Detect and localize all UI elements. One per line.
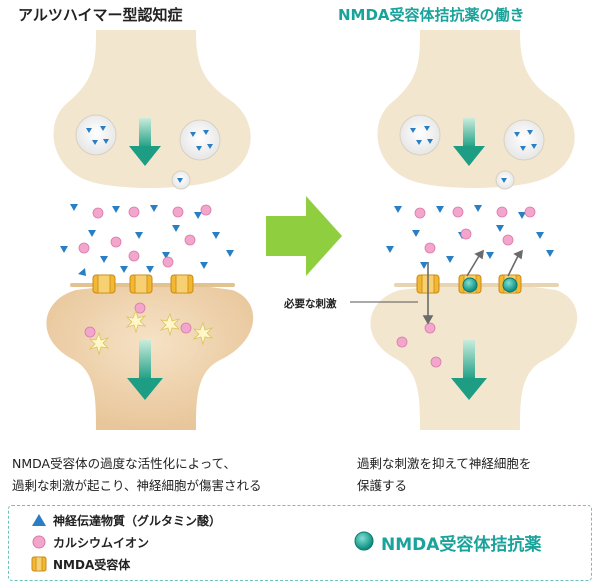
right-release-vesicle — [495, 170, 515, 190]
left-caption-line-2: 過剰な刺激が起こり、神経細胞が傷害される — [12, 478, 262, 493]
right-blocked-arrows — [422, 249, 523, 325]
left-damage-burst-group — [88, 309, 214, 356]
synapse-diagram — [46, 30, 578, 430]
left-nmda-receptor-2 — [129, 274, 153, 294]
left-vesicle-1 — [75, 114, 117, 156]
right-caption: 過剰な刺激を抑えて神経細胞を 保護する — [357, 453, 597, 497]
right-caption-line-1: 過剰な刺激を抑えて神経細胞を — [357, 456, 532, 471]
right-calcium-group — [396, 206, 536, 368]
right-drug-molecule-1 — [462, 277, 478, 293]
right-vesicle-1 — [399, 114, 441, 156]
right-post-green-arrow-icon — [451, 340, 487, 400]
left-caption: NMDA受容体の過度な活性化によって、 過剰な刺激が起こり、神経細胞が傷害される — [12, 453, 312, 497]
right-vesicle-2 — [503, 119, 545, 161]
left-release-vesicle — [171, 170, 191, 190]
receptor-icon — [31, 556, 47, 572]
left-caption-line-1: NMDA受容体の過度な活性化によって、 — [12, 456, 236, 471]
right-title: NMDA受容体拮抗薬の働き — [338, 6, 525, 24]
legend-glutamate-label: 神経伝達物質（グルタミン酸） — [53, 514, 222, 528]
pink-dot-icon — [32, 535, 46, 549]
left-glutamate-group — [60, 204, 234, 276]
legend-nmda-label: NMDA受容体 — [53, 558, 131, 572]
left-nmda-receptor-1 — [92, 274, 116, 294]
left-calcium-group — [78, 204, 212, 338]
left-panel — [46, 30, 254, 430]
triangle-icon — [32, 514, 46, 526]
left-green-arrow-icon — [129, 118, 161, 166]
right-green-arrow-icon — [453, 118, 485, 166]
right-panel — [350, 30, 578, 430]
left-title: アルツハイマー型認知症 — [18, 6, 183, 24]
left-nmda-receptor-3 — [170, 274, 194, 294]
right-drug-molecule-2 — [502, 277, 518, 293]
left-post-green-arrow-icon — [127, 340, 163, 400]
right-arrow-icon — [266, 196, 342, 276]
left-vesicle-2 — [179, 119, 221, 161]
necessary-stimulus-label: 必要な刺激 — [284, 298, 337, 310]
legend-drug-label: NMDA受容体拮抗薬 — [381, 535, 542, 555]
teal-dot-icon — [354, 531, 374, 551]
legend-box: 神経伝達物質（グルタミン酸） カルシウムイオン NMDA受容体 NMDA受容体拮… — [8, 505, 592, 581]
right-caption-line-2: 保護する — [357, 478, 408, 493]
left-presynaptic-neuron — [53, 30, 251, 188]
legend-calcium-label: カルシウムイオン — [53, 536, 150, 550]
right-presynaptic-neuron — [377, 30, 575, 188]
